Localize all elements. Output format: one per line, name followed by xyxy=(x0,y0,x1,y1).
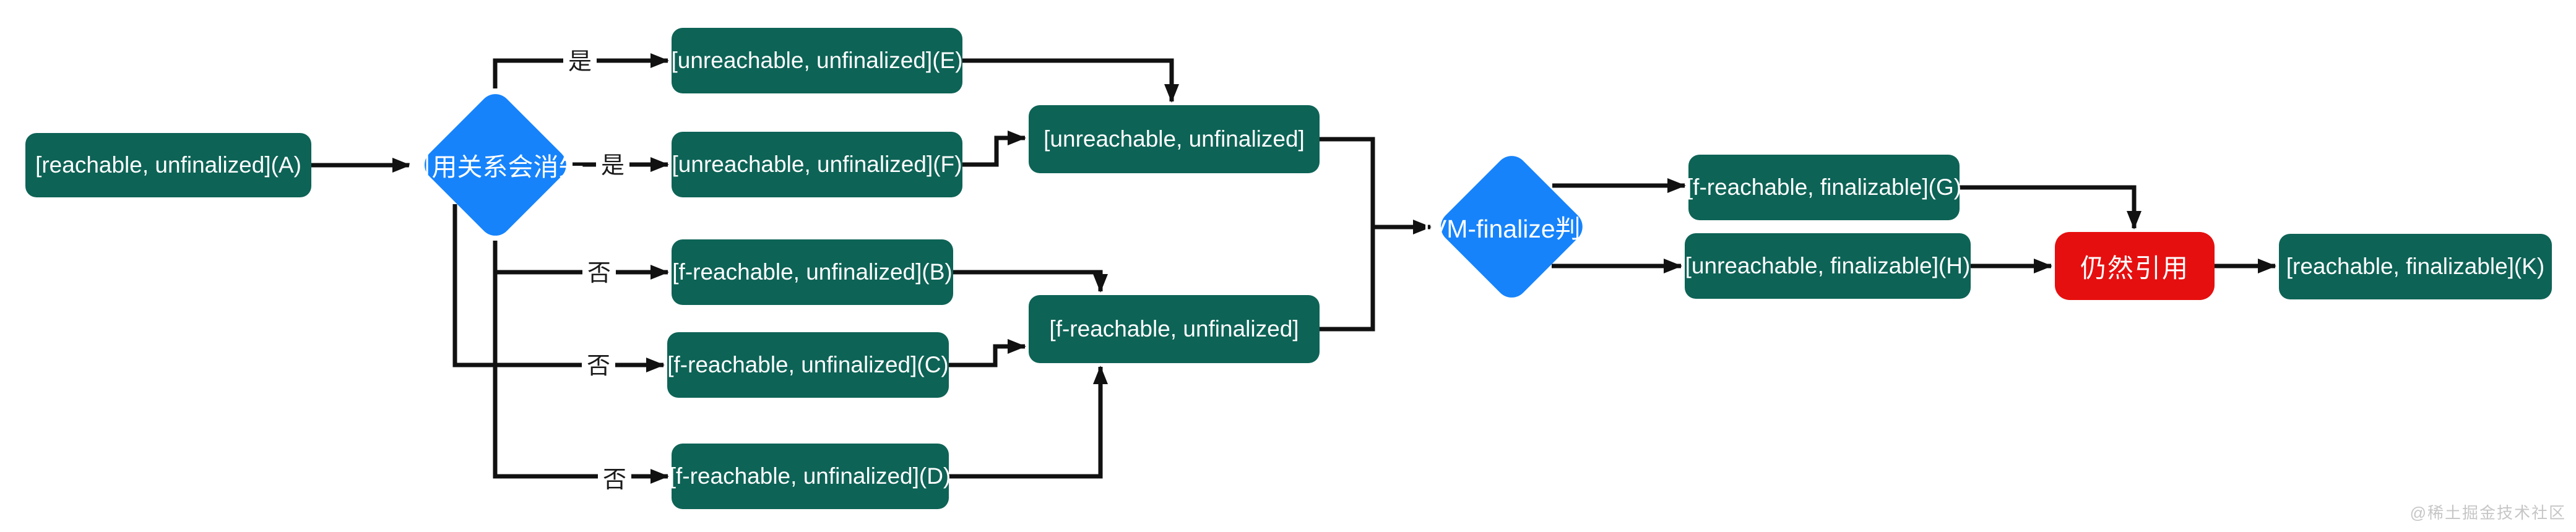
edge-c-m2 xyxy=(949,339,1026,367)
state-node-b: [f-reachable, unfinalized](B) xyxy=(672,239,953,305)
edge-f-m1 xyxy=(962,131,1026,167)
edge-label-bg xyxy=(563,45,597,77)
edge-m1-junction xyxy=(1320,137,1375,227)
edge-label-decision1-d: 否 xyxy=(603,467,626,493)
state-node-h: [unreachable, finalizable](H) xyxy=(1685,233,1971,299)
state-node-m1: [unreachable, unfinalized] xyxy=(1029,105,1320,173)
edge-e-m1 xyxy=(962,58,1179,103)
decision-label-decision1: 引用关系会消失 xyxy=(406,153,584,181)
state-node-e: [unreachable, unfinalized](E) xyxy=(672,28,963,93)
edge-label-bg xyxy=(598,463,631,495)
edge-label-decision1-f: 是 xyxy=(601,153,625,179)
state-node-k: [reachable, finalizable](K) xyxy=(2279,234,2552,299)
state-node-c: [f-reachable, unfinalized](C) xyxy=(667,332,949,398)
decision-label-decision2: JVM-finalize判定 xyxy=(1417,215,1606,243)
edge-g-still xyxy=(1960,185,2142,230)
edge-label-decision1-b: 否 xyxy=(587,260,611,286)
edge-label-decision1-c: 否 xyxy=(587,353,610,379)
watermark: @稀土掘金技术社区 xyxy=(2410,504,2566,522)
edge-label-bg xyxy=(582,256,616,288)
edge-label-bg xyxy=(582,349,615,381)
edge-d-m2 xyxy=(949,366,1108,479)
state-node-f: [unreachable, unfinalized](F) xyxy=(672,132,962,197)
edge-decision1-e xyxy=(493,53,669,88)
edge-label-decision1-e: 是 xyxy=(568,49,592,75)
state-node-a: [reachable, unfinalized](A) xyxy=(25,133,311,197)
edge-b-m2 xyxy=(953,270,1108,293)
edge-decision1-d xyxy=(493,241,669,484)
state-node-d: [f-reachable, unfinalized](D) xyxy=(670,444,951,509)
edge-decision1-b xyxy=(493,241,669,280)
state-node-m2: [f-reachable, unfinalized] xyxy=(1029,295,1320,363)
state-node-still: 仍然引用 xyxy=(2055,232,2215,300)
state-node-g: [f-reachable, finalizable](G) xyxy=(1687,155,1961,220)
edge-label-bg xyxy=(596,148,629,181)
edge-m2-decision2 xyxy=(1320,220,1432,332)
